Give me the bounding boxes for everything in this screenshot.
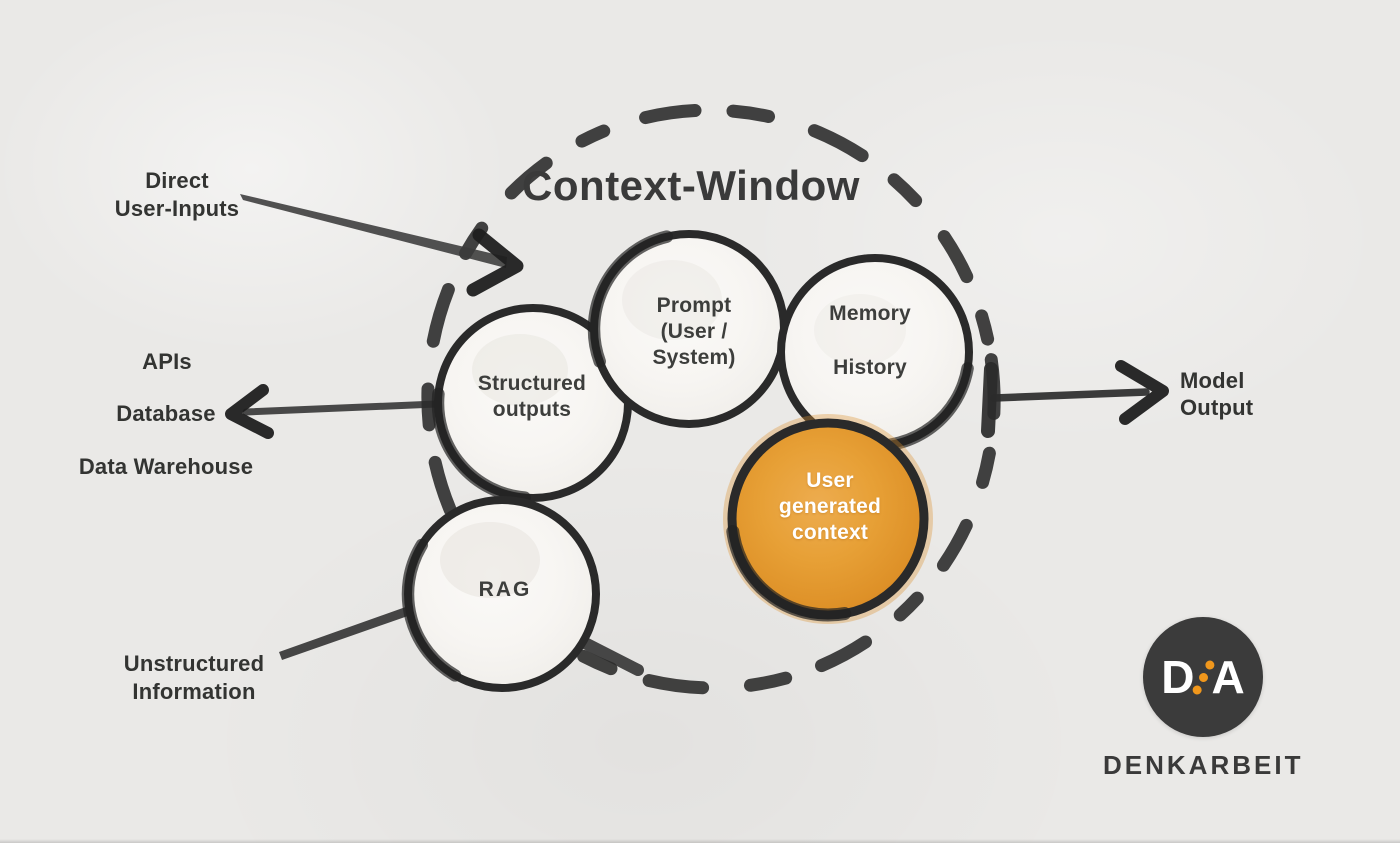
label-apis: APIs <box>142 349 192 374</box>
node-rag-label: RAG <box>478 578 532 601</box>
denkarbeit-wordmark: DENKARBEIT <box>1103 750 1304 780</box>
logo-letter-a: A <box>1211 651 1245 703</box>
label-data-warehouse: Data Warehouse <box>78 454 254 479</box>
node-user-generated-context-label: User generated context <box>778 469 882 544</box>
label-model-output: Model Output <box>1180 368 1254 420</box>
node-memory-history-circle <box>774 251 976 453</box>
label-direct-user-inputs: Direct User-Inputs <box>114 168 240 221</box>
denkarbeit-logo-mark: D A <box>1143 617 1263 737</box>
arrow-model-output <box>990 360 1169 425</box>
label-database: Database <box>116 401 216 426</box>
context-window-boundary <box>421 103 1001 695</box>
node-prompt-circle <box>587 227 791 431</box>
logo-letter-d: D <box>1161 651 1195 703</box>
node-prompt-label: Prompt (User / System) <box>652 294 736 369</box>
node-user-generated-context-circle <box>723 414 933 624</box>
node-rag-circle <box>401 493 603 695</box>
context-window-title: Context-Window <box>522 162 860 209</box>
node-structured-outputs-label: Structured outputs <box>477 372 587 421</box>
node-history-label: History <box>833 356 907 379</box>
node-memory-label: Memory <box>829 302 911 325</box>
arrow-direct-user-inputs <box>240 194 524 297</box>
node-structured-outputs-circle <box>431 301 635 505</box>
label-unstructured-information: Unstructured Information <box>123 651 265 704</box>
